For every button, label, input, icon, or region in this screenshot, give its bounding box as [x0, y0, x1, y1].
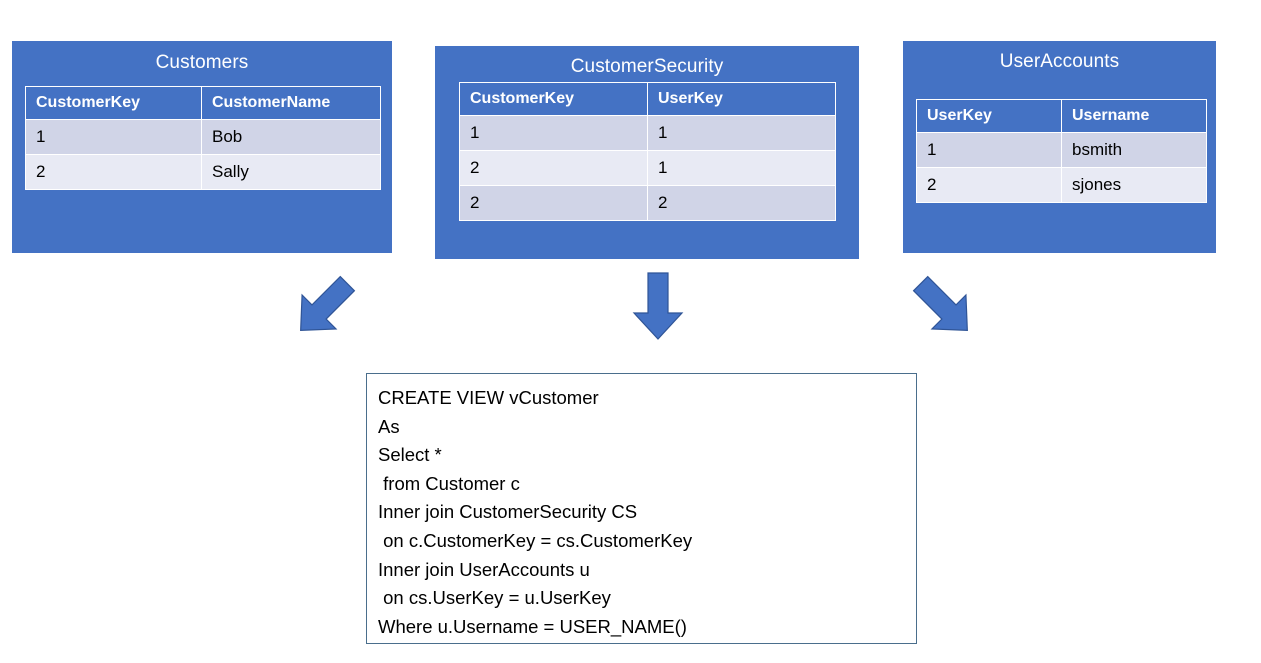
- sql-line: Inner join CustomerSecurity CS: [378, 501, 638, 523]
- table-cell: 2: [459, 185, 648, 221]
- entity-table-useraccounts: UserKey Username 1 bsmith 2 sjones: [916, 99, 1207, 203]
- entity-title-useraccounts: UserAccounts: [999, 51, 1120, 72]
- table-row: 1 Bob: [25, 119, 381, 155]
- sql-line: As: [378, 415, 400, 437]
- table-header-row: CustomerKey CustomerName: [25, 86, 381, 120]
- sql-line: Where u.Username = USER_NAME(): [378, 615, 687, 637]
- table-header-row: UserKey Username: [916, 99, 1207, 133]
- column-header: CustomerName: [201, 86, 381, 120]
- table-row: 1 bsmith: [916, 132, 1207, 168]
- arrow-down-right-icon: [288, 272, 360, 342]
- table-cell: 1: [25, 119, 202, 155]
- entity-table-customers: CustomerKey CustomerName 1 Bob 2 Sally: [25, 86, 381, 190]
- table-cell: 2: [647, 185, 836, 221]
- sql-line: from Customer c: [378, 472, 520, 494]
- sql-line: on c.CustomerKey = cs.CustomerKey: [378, 529, 693, 551]
- table-row: 2 1: [459, 150, 836, 186]
- table-row: 2 sjones: [916, 167, 1207, 203]
- table-cell: bsmith: [1061, 132, 1207, 168]
- arrow-down-left-icon: [908, 272, 980, 342]
- sql-line: Inner join UserAccounts u: [378, 558, 590, 580]
- arrow-down-icon: [632, 272, 684, 340]
- table-cell: sjones: [1061, 167, 1207, 203]
- table-cell: 1: [916, 132, 1062, 168]
- entity-title-customersecurity: CustomerSecurity: [570, 56, 724, 77]
- sql-line: on cs.UserKey = u.UserKey: [378, 587, 611, 609]
- table-cell: 2: [459, 150, 648, 186]
- table-row: 2 2: [459, 185, 836, 221]
- table-row: 1 1: [459, 115, 836, 151]
- table-row: 2 Sally: [25, 154, 381, 190]
- column-header: Username: [1061, 99, 1207, 133]
- table-cell: 1: [459, 115, 648, 151]
- column-header: UserKey: [916, 99, 1062, 133]
- column-header: CustomerKey: [25, 86, 202, 120]
- column-header: UserKey: [647, 82, 836, 116]
- sql-line: Select *: [378, 444, 442, 466]
- entity-table-customersecurity: CustomerKey UserKey 1 1 2 1 2 2: [459, 82, 836, 221]
- table-header-row: CustomerKey UserKey: [459, 82, 836, 116]
- column-header: CustomerKey: [459, 82, 648, 116]
- table-cell: Sally: [201, 154, 381, 190]
- table-cell: 1: [647, 115, 836, 151]
- table-cell: 2: [916, 167, 1062, 203]
- entity-title-customers: Customers: [155, 52, 249, 73]
- sql-statement-box[interactable]: CREATE VIEW vCustomer As Select * from C…: [366, 373, 917, 644]
- table-cell: 1: [647, 150, 836, 186]
- table-cell: Bob: [201, 119, 381, 155]
- table-cell: 2: [25, 154, 202, 190]
- entity-card-customersecurity[interactable]: CustomerSecurity CustomerKey UserKey 1 1…: [435, 46, 859, 259]
- entity-card-customers[interactable]: Customers CustomerKey CustomerName 1 Bob…: [12, 41, 392, 253]
- sql-line: CREATE VIEW vCustomer: [378, 387, 599, 408]
- entity-card-useraccounts[interactable]: UserAccounts UserKey Username 1 bsmith 2…: [903, 41, 1216, 253]
